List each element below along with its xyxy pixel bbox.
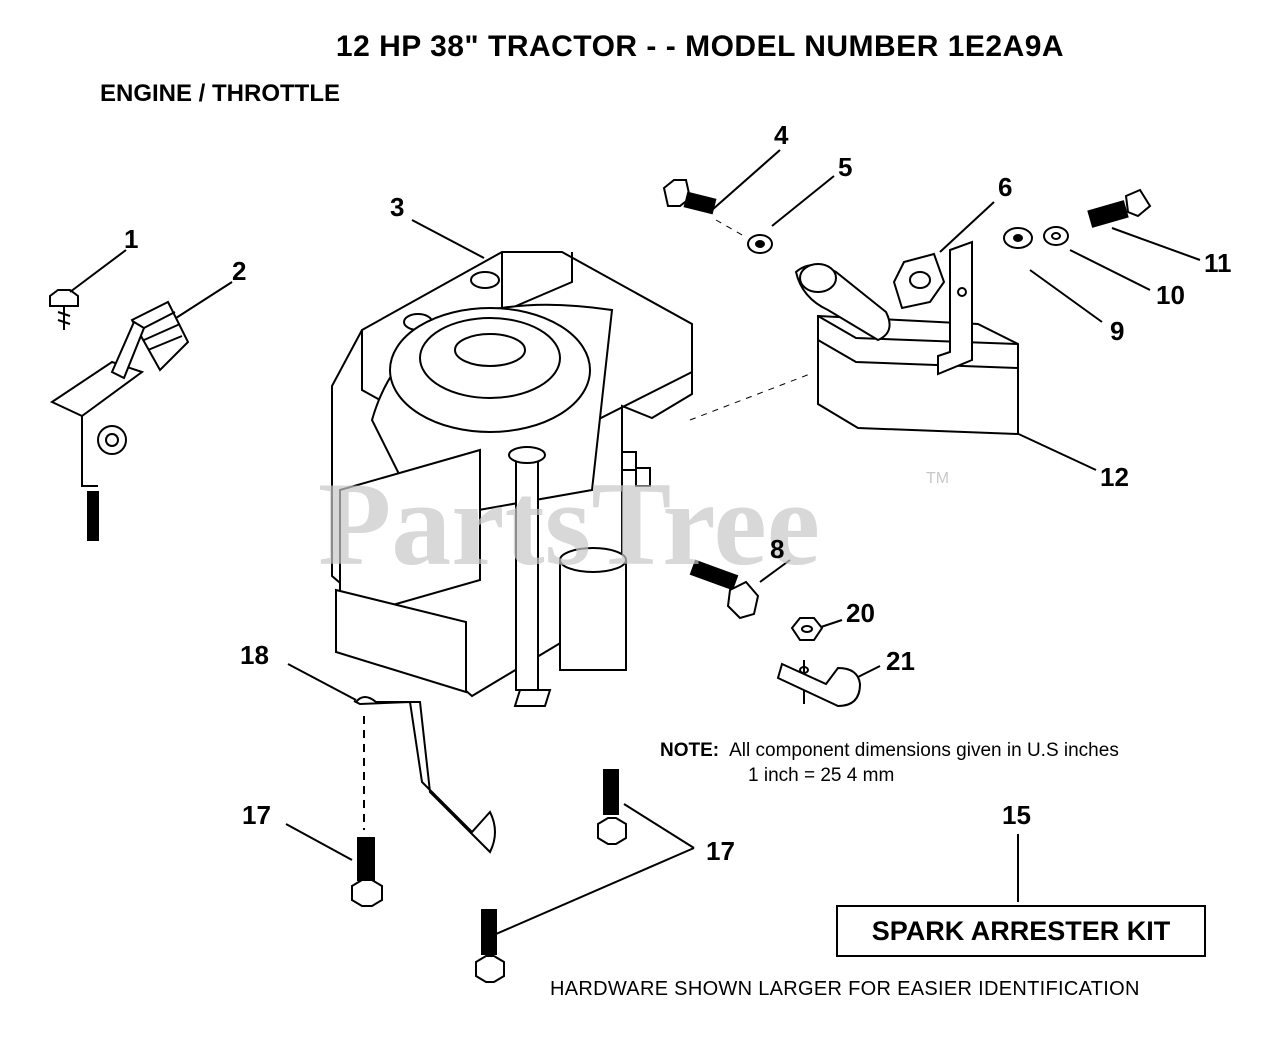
callout-1: 1 [124, 224, 139, 254]
page-title: 12 HP 38" TRACTOR - - MODEL NUMBER 1E2A9… [335, 30, 1065, 63]
callout-10: 10 [1156, 280, 1185, 310]
hardware-footnote: HARDWARE SHOWN LARGER FOR EASIER IDENTIF… [550, 978, 1140, 1000]
parts-tree-watermark: PartsTree [318, 457, 820, 590]
bolt-part-11[interactable] [1087, 188, 1152, 228]
washer-part-10[interactable] [1043, 226, 1069, 246]
callout-11: 11 [1204, 248, 1232, 278]
trademark-mark: TM [926, 470, 950, 487]
bolt-part-17-b[interactable] [597, 769, 627, 845]
note-line-1: All component dimensions given in U.S in… [729, 740, 1119, 761]
lock-washer-part-9[interactable] [1003, 227, 1033, 249]
throttle-control-part-2[interactable] [49, 300, 190, 541]
engine-part-3[interactable] [331, 251, 693, 707]
clamp-part-21[interactable] [776, 662, 862, 708]
bolt-part-4[interactable] [662, 179, 717, 215]
callout-3: 3 [390, 192, 405, 222]
linkage-rod-part-18[interactable] [353, 696, 496, 854]
spark-arrester-kit-label: SPARK ARRESTER KIT [871, 915, 1171, 946]
section-subtitle: ENGINE / THROTTLE [100, 80, 340, 107]
callout-2: 2 [232, 256, 247, 286]
callout-9: 9 [1110, 316, 1125, 346]
bolt-part-17-c[interactable] [475, 909, 505, 983]
callout-21: 21 [886, 646, 915, 676]
note-label: NOTE: [660, 740, 720, 761]
callout-12: 12 [1100, 462, 1129, 492]
callout-15: 15 [1002, 800, 1031, 830]
callout-5: 5 [838, 152, 853, 182]
gasket-part-6[interactable] [892, 252, 946, 310]
spark-arrester-kit-box[interactable]: SPARK ARRESTER KIT [836, 905, 1206, 957]
leader-lines [69, 149, 1201, 935]
callout-17-right: 17 [706, 836, 735, 866]
callout-20: 20 [846, 598, 875, 628]
note-line-2: 1 inch = 25 4 mm [748, 765, 895, 786]
callout-8: 8 [770, 534, 785, 564]
throttle-bolt-part-1[interactable] [49, 289, 79, 330]
washer-part-5[interactable] [747, 234, 773, 254]
callout-6: 6 [998, 172, 1013, 202]
callout-4: 4 [774, 120, 789, 150]
bolt-part-8[interactable] [689, 559, 760, 620]
dimension-note: NOTE: All component dimensions given in U… [660, 738, 1119, 788]
muffler-part-12[interactable] [794, 240, 1019, 436]
callout-18: 18 [240, 640, 269, 670]
nut-part-20[interactable] [790, 617, 824, 641]
callout-17-left: 17 [242, 800, 271, 830]
bolt-part-17-a[interactable] [351, 837, 383, 907]
